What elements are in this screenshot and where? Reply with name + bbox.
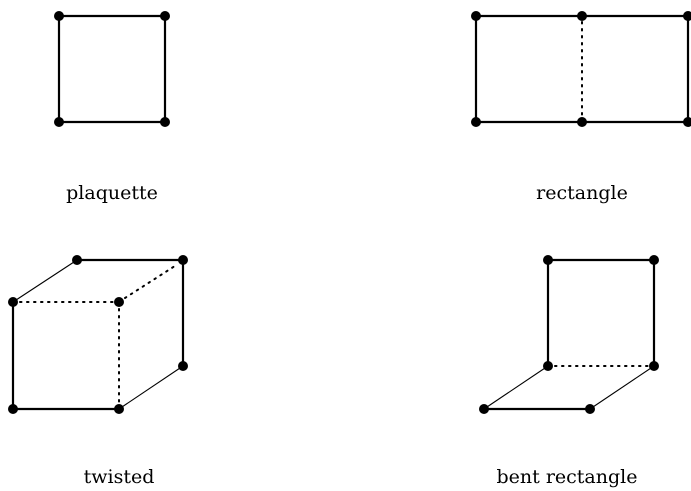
- plaquette-label: plaquette: [66, 182, 158, 204]
- twisted-vertex: [178, 255, 188, 265]
- twisted-vertex: [72, 255, 82, 265]
- bent-vertex: [585, 404, 595, 414]
- twisted-vertex: [8, 404, 18, 414]
- bent-vertex: [649, 255, 659, 265]
- twisted-vertex: [114, 404, 124, 414]
- twisted-edge-diag-top-left: [12, 259, 78, 303]
- rectangle-vertex: [683, 11, 691, 21]
- plaquette-vertex: [160, 117, 170, 127]
- plaquette-figure: [54, 11, 170, 127]
- bent-edge-floor-left: [483, 365, 549, 410]
- plaquette-vertex: [54, 11, 64, 21]
- twisted-label: twisted: [84, 466, 155, 488]
- twisted-edge-diag-bottom-right: [118, 365, 184, 410]
- bent-vertex: [543, 255, 553, 265]
- bent-rectangle-figure: [479, 255, 659, 414]
- rectangle-vertex: [471, 117, 481, 127]
- plaquette-vertex: [54, 117, 64, 127]
- rectangle-vertex: [577, 117, 587, 127]
- twisted-vertex: [178, 361, 188, 371]
- plaquette-vertex: [160, 11, 170, 21]
- twisted-figure: [8, 255, 188, 414]
- rectangle-vertex: [683, 117, 691, 127]
- rectangle-vertex: [577, 11, 587, 21]
- bent-edge-floor-right: [589, 365, 655, 410]
- bent-vertex: [543, 361, 553, 371]
- rectangle-label: rectangle: [536, 182, 628, 204]
- twisted-vertex: [8, 297, 18, 307]
- rectangle-figure: [471, 11, 691, 127]
- bent-rectangle-label: bent rectangle: [497, 466, 638, 488]
- bent-vertex: [649, 361, 659, 371]
- bent-vertex: [479, 404, 489, 414]
- twisted-vertex: [114, 297, 124, 307]
- rectangle-vertex: [471, 11, 481, 21]
- twisted-edge-diag-top-right-dotted: [124, 263, 179, 299]
